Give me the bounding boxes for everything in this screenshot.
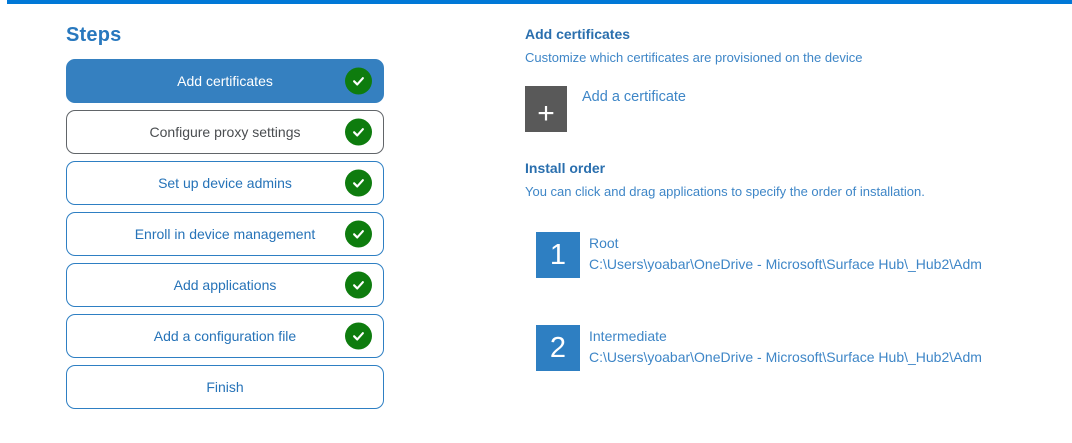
step-label: Set up device admins — [158, 175, 292, 191]
check-icon — [345, 271, 372, 299]
step-label: Finish — [206, 379, 244, 395]
order-number: 1 — [549, 238, 567, 271]
check-icon — [345, 118, 372, 146]
step-label: Add applications — [173, 277, 277, 293]
install-order-item-intermediate[interactable]: 2 Intermediate C:\Users\yoabar\OneDrive … — [536, 325, 1065, 371]
step-label: Add a configuration file — [153, 328, 297, 344]
add-certificate-row: + Add a certificate — [525, 86, 1065, 132]
add-certificates-heading: Add certificates — [525, 26, 631, 42]
step-label: Configure proxy settings — [149, 124, 301, 140]
check-icon — [345, 220, 372, 248]
install-order-item-root[interactable]: 1 Root C:\Users\yoabar\OneDrive - Micros… — [536, 232, 1065, 278]
step-button-set-up-device-admins[interactable]: Set up device admins — [66, 161, 384, 205]
step-button-add-certificates[interactable]: Add certificates — [66, 59, 384, 103]
install-item-text: Root C:\Users\yoabar\OneDrive - Microsof… — [589, 232, 982, 275]
check-icon — [345, 322, 372, 350]
check-icon — [345, 169, 372, 197]
step-button-configure-proxy-settings[interactable]: Configure proxy settings — [66, 110, 384, 154]
check-icon — [345, 67, 372, 95]
install-order-description: You can click and drag applications to s… — [525, 184, 925, 199]
certificate-path: C:\Users\yoabar\OneDrive - Microsoft\Sur… — [589, 256, 982, 272]
order-number-badge: 1 — [536, 232, 580, 278]
top-accent-bar — [7, 0, 1072, 4]
step-button-add-applications[interactable]: Add applications — [66, 263, 384, 307]
install-order-heading: Install order — [525, 160, 606, 176]
add-certificates-section: Add certificates Customize which certifi… — [525, 26, 1065, 132]
add-certificate-button[interactable]: + — [525, 86, 567, 132]
add-certificate-label: Add a certificate — [582, 89, 686, 105]
certificate-name: Intermediate — [589, 328, 667, 344]
step-label: Enroll in device management — [134, 226, 316, 242]
step-label: Add certificates — [177, 73, 273, 89]
install-item-text: Intermediate C:\Users\yoabar\OneDrive - … — [589, 325, 982, 368]
step-button-add-a-configuration-file[interactable]: Add a configuration file — [66, 314, 384, 358]
install-order-list: 1 Root C:\Users\yoabar\OneDrive - Micros… — [525, 232, 1065, 371]
certificate-name: Root — [589, 235, 619, 251]
step-button-finish[interactable]: Finish — [66, 365, 384, 409]
order-number: 2 — [549, 331, 567, 364]
main-content: Add certificates Customize which certifi… — [525, 26, 1065, 418]
add-certificates-description: Customize which certificates are provisi… — [525, 50, 863, 65]
plus-icon: + — [537, 97, 555, 130]
step-button-enroll-in-device-management[interactable]: Enroll in device management — [66, 212, 384, 256]
steps-panel: Steps Add certificates Configure proxy s… — [66, 24, 384, 416]
steps-panel-title: Steps — [66, 24, 122, 46]
certificate-path: C:\Users\yoabar\OneDrive - Microsoft\Sur… — [589, 349, 982, 365]
order-number-badge: 2 — [536, 325, 580, 371]
install-order-section: Install order You can click and drag app… — [525, 160, 1065, 371]
